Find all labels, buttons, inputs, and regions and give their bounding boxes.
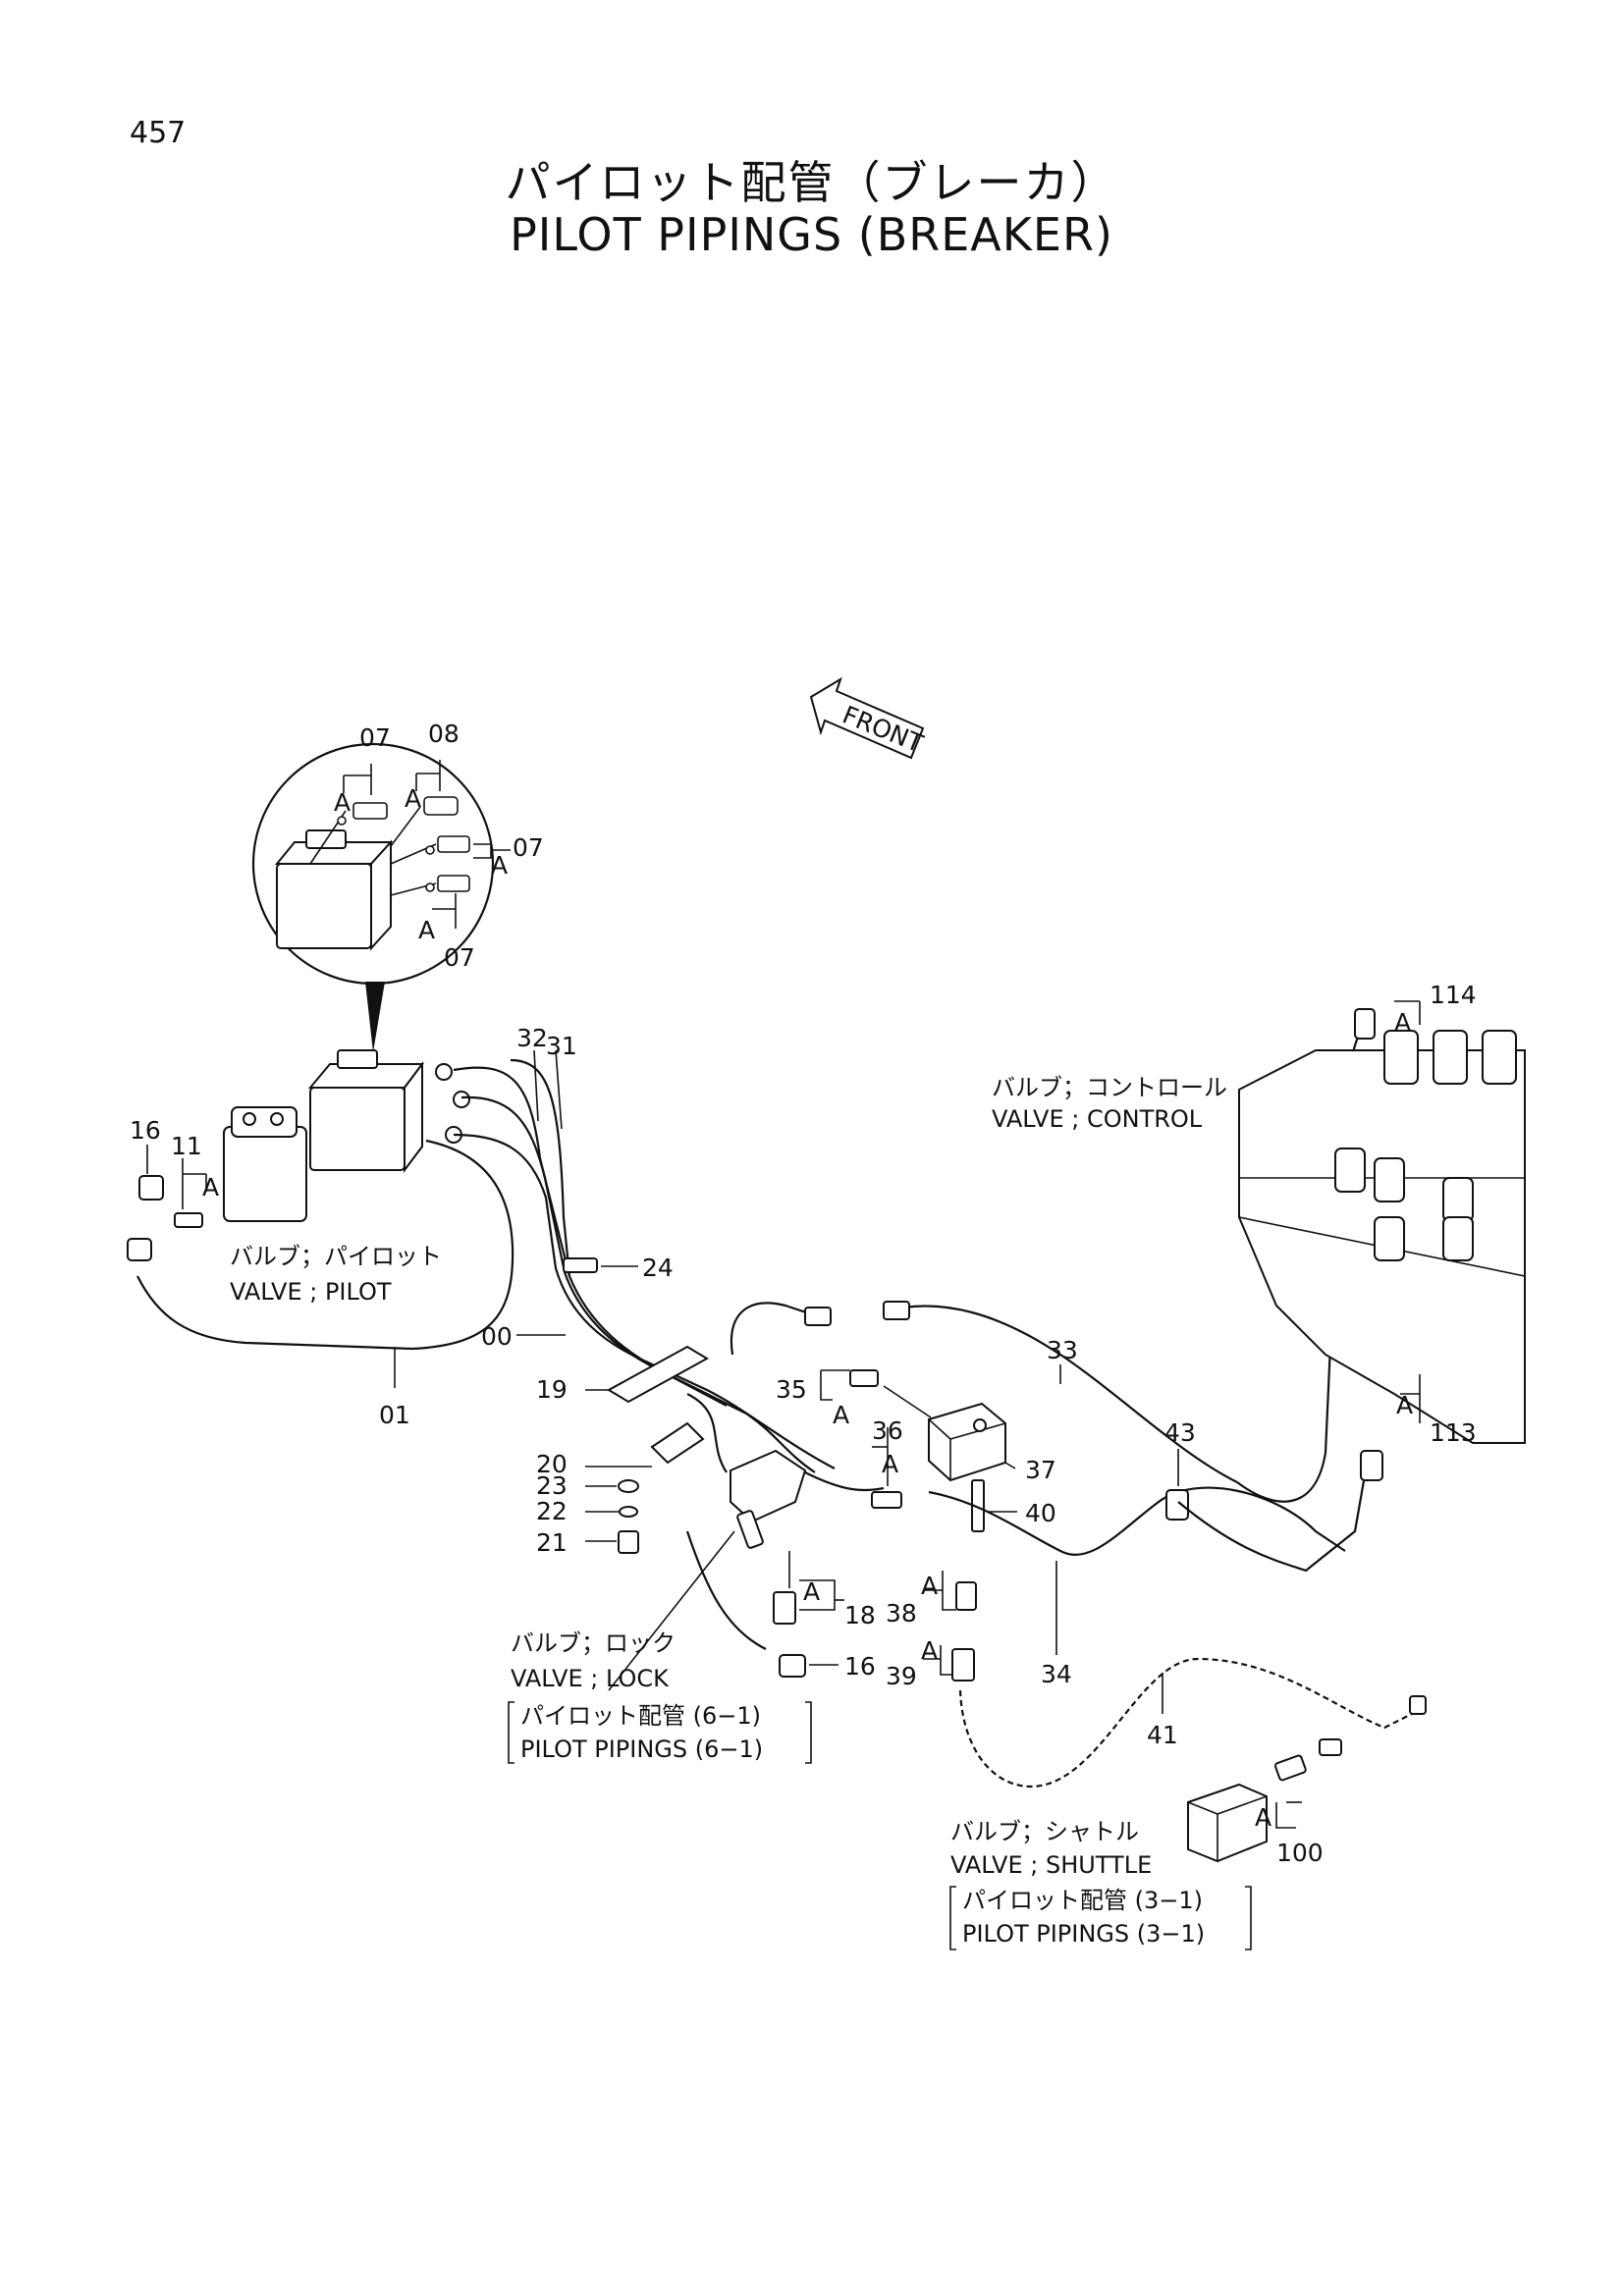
- detail-view-circle: 07 08 A A 07 A A 07: [251, 720, 544, 1052]
- caption-shuttle-ref-jp: パイロット配管 (3−1): [962, 1887, 1203, 1914]
- page-number: 457: [130, 116, 187, 150]
- part-label-a: A: [202, 1173, 219, 1201]
- lock-valve: [685, 1393, 885, 1650]
- part-label-35: 35: [776, 1375, 807, 1404]
- part-label-41: 41: [1147, 1721, 1178, 1749]
- part-label-100: 100: [1276, 1839, 1324, 1867]
- part-label-07: 07: [513, 833, 544, 862]
- part-label-18: 18: [844, 1601, 876, 1629]
- part-label-a: A: [1394, 1008, 1411, 1037]
- part-label-16: 16: [844, 1652, 876, 1681]
- part-label-11: 11: [171, 1132, 202, 1160]
- part-label-20: 20: [536, 1450, 568, 1478]
- part-label-00: 00: [481, 1322, 513, 1351]
- part-label-21: 21: [536, 1528, 568, 1557]
- part-label-22: 22: [536, 1497, 568, 1525]
- part-label-31: 31: [546, 1032, 577, 1060]
- control-valve: [1238, 1030, 1526, 1444]
- caption-pilot-valve-jp: バルブ；パイロット: [230, 1243, 442, 1270]
- part-label-33: 33: [1047, 1336, 1078, 1364]
- part-label-a: A: [491, 851, 508, 880]
- caption-lock-ref-jp: パイロット配管 (6−1): [520, 1702, 761, 1730]
- front-arrow: FRONT: [809, 676, 928, 760]
- part-label-37: 37: [1025, 1456, 1056, 1484]
- part-label-07: 07: [359, 723, 391, 752]
- part-label-24: 24: [642, 1254, 674, 1282]
- part-label-16: 16: [130, 1116, 161, 1145]
- part-label-113: 113: [1430, 1418, 1477, 1447]
- shuttle-valve: [1187, 1695, 1427, 1863]
- front-label: FRONT: [839, 700, 928, 758]
- part-label-36: 36: [872, 1416, 903, 1445]
- caption-pilot-valve-en: VALVE ; PILOT: [230, 1278, 392, 1306]
- part-label-a: A: [1396, 1391, 1413, 1419]
- part-label-a: A: [921, 1636, 938, 1665]
- bracket: [606, 1345, 710, 1554]
- caption-control-valve-jp: バルブ；コントロール: [992, 1074, 1227, 1101]
- part-label-19: 19: [536, 1375, 568, 1404]
- part-label-a: A: [833, 1401, 849, 1429]
- part-label-38: 38: [886, 1599, 917, 1628]
- part-label-114: 114: [1430, 981, 1477, 1009]
- part-label-a: A: [1255, 1803, 1271, 1832]
- part-label-34: 34: [1041, 1660, 1072, 1688]
- part-label-32: 32: [516, 1024, 548, 1052]
- part-label-23: 23: [536, 1471, 568, 1500]
- page-title-english: PILOT PIPINGS (BREAKER): [510, 208, 1113, 261]
- part-label-a: A: [334, 788, 351, 817]
- caption-lock-valve-en: VALVE ; LOCK: [511, 1665, 670, 1692]
- part-label-43: 43: [1164, 1418, 1196, 1447]
- part-label-01: 01: [379, 1401, 410, 1429]
- pilot-valve: [307, 1049, 470, 1173]
- page-title-japanese: パイロット配管（ブレーカ）: [505, 156, 1118, 209]
- caption-control-valve-en: VALVE ; CONTROL: [992, 1105, 1203, 1133]
- part-label-a: A: [405, 784, 421, 813]
- part-label-08: 08: [428, 720, 460, 748]
- part-label-a: A: [882, 1450, 898, 1478]
- caption-lock-ref-en: PILOT PIPINGS (6−1): [520, 1735, 763, 1763]
- pilot-valve-left: [138, 1106, 307, 1228]
- part-label-39: 39: [886, 1662, 917, 1690]
- part-label-a: A: [803, 1577, 820, 1606]
- caption-shuttle-valve-jp: バルブ；シャトル: [950, 1818, 1139, 1845]
- part-label-a: A: [921, 1572, 938, 1600]
- part-label-40: 40: [1025, 1499, 1056, 1527]
- caption-shuttle-valve-en: VALVE ; SHUTTLE: [950, 1851, 1152, 1879]
- part-label-07: 07: [444, 943, 475, 972]
- caption-lock-valve-jp: バルブ；ロック: [511, 1629, 676, 1657]
- part-label-a: A: [418, 916, 435, 944]
- caption-shuttle-ref-en: PILOT PIPINGS (3−1): [962, 1920, 1205, 1948]
- junction-block: [849, 1369, 1006, 1532]
